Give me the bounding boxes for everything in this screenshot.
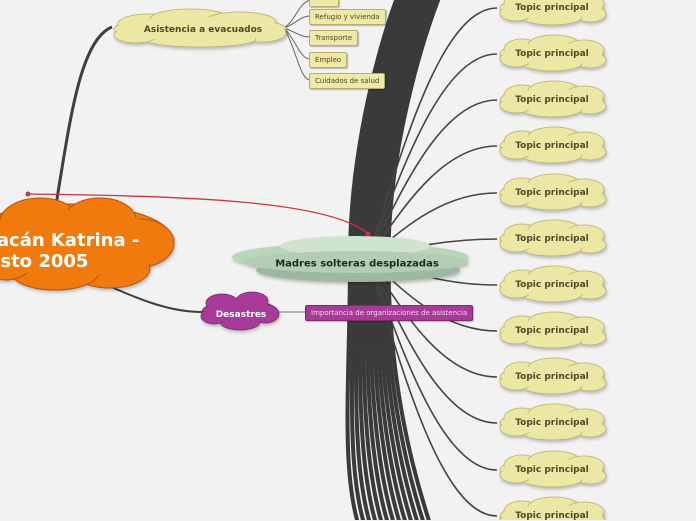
topic-label: Topic principal [515, 511, 589, 521]
topic-link [367, 257, 498, 517]
topic-label: Topic principal [515, 3, 589, 13]
topic-cloud[interactable] [499, 403, 607, 441]
topic-label: Topic principal [515, 49, 589, 59]
trunk-connector [370, 257, 401, 520]
trunk-connector [357, 0, 409, 259]
topic-label: Topic principal [515, 280, 589, 290]
topic-cloud[interactable] [499, 450, 607, 488]
topic-link [367, 257, 498, 471]
trunk-connector [383, 0, 437, 259]
central-topic-label: racán Katrina - osto 2005 [0, 230, 139, 272]
topic-cloud[interactable] [499, 80, 607, 118]
relation-link [27, 193, 369, 235]
trunk-connector [383, 257, 425, 520]
topic-label: Topic principal [515, 141, 589, 151]
relation-end-dot [365, 231, 371, 237]
topic-cloud[interactable] [499, 126, 607, 164]
disasters-child-box[interactable]: Importancia de organizaciones de asisten… [305, 305, 474, 321]
trunk-connector [357, 257, 378, 520]
trunk-connector [354, 0, 406, 259]
topic-label: Topic principal [515, 326, 589, 336]
trunk-connector [367, 257, 395, 520]
topic-cloud[interactable] [499, 357, 607, 395]
assist-item-empleo[interactable]: Empleo [309, 52, 348, 68]
trunk-connector [367, 0, 420, 259]
relation-start-dot [25, 191, 31, 197]
assist-topic[interactable] [113, 8, 287, 48]
assist-item-links [283, 0, 311, 81]
topic-cloud[interactable] [499, 219, 607, 257]
assist-item-salud[interactable]: Cuidados de salud [309, 73, 386, 89]
trunk-connector [345, 257, 360, 520]
trunk-connector [351, 0, 402, 259]
trunk-connector [360, 0, 413, 259]
topic-cloud[interactable] [499, 173, 607, 211]
topic-label: Topic principal [515, 372, 589, 382]
main-topic[interactable] [232, 236, 468, 282]
topic-label: Topic principal [515, 95, 589, 105]
trunk-connector [380, 257, 419, 520]
trunk-connector [373, 257, 407, 520]
topic-link [367, 257, 498, 424]
trunk-connector [364, 0, 416, 259]
central-topic-line-1: racán Katrina - [0, 230, 140, 251]
topic-label: Topic principal [515, 418, 589, 428]
topic-cloud[interactable] [499, 265, 607, 303]
trunk-connector [376, 257, 413, 520]
central-topic-line-2: osto 2005 [0, 251, 89, 272]
trunk-connector [360, 257, 384, 520]
trunk-connector [364, 257, 390, 520]
trunk-connector [373, 0, 427, 259]
trunk-connector [348, 0, 399, 259]
assist-item-partial[interactable] [309, 0, 339, 7]
topic-cloud[interactable] [499, 496, 606, 520]
main-topic-label: Madres solteras desplazadas [275, 258, 439, 270]
disasters-topic-label: Desastres [215, 310, 267, 320]
topic-cloud[interactable] [499, 0, 607, 26]
trunk-connector [370, 0, 423, 259]
trunk-connector [386, 0, 441, 259]
assist-item-refugio[interactable]: Refugio y vivienda [309, 9, 386, 25]
trunk-connector [353, 257, 372, 520]
topic-clouds [499, 0, 607, 520]
topic-label: Topic principal [515, 188, 589, 198]
trunk-connector [349, 257, 366, 520]
central-topic[interactable] [0, 197, 175, 291]
topic-cloud[interactable] [499, 34, 607, 72]
assist-item-transporte[interactable]: Transporte [309, 30, 359, 46]
topic-link [367, 53, 498, 259]
link-central-assist [54, 25, 113, 206]
topic-label: Topic principal [515, 234, 589, 244]
assist-topic-label: Asistencia a evacuados [143, 25, 263, 35]
topic-link [367, 99, 498, 259]
topic-label: Topic principal [515, 465, 589, 475]
topic-cloud[interactable] [499, 311, 607, 349]
disasters-topic[interactable] [200, 291, 280, 331]
topic-link [367, 7, 498, 259]
